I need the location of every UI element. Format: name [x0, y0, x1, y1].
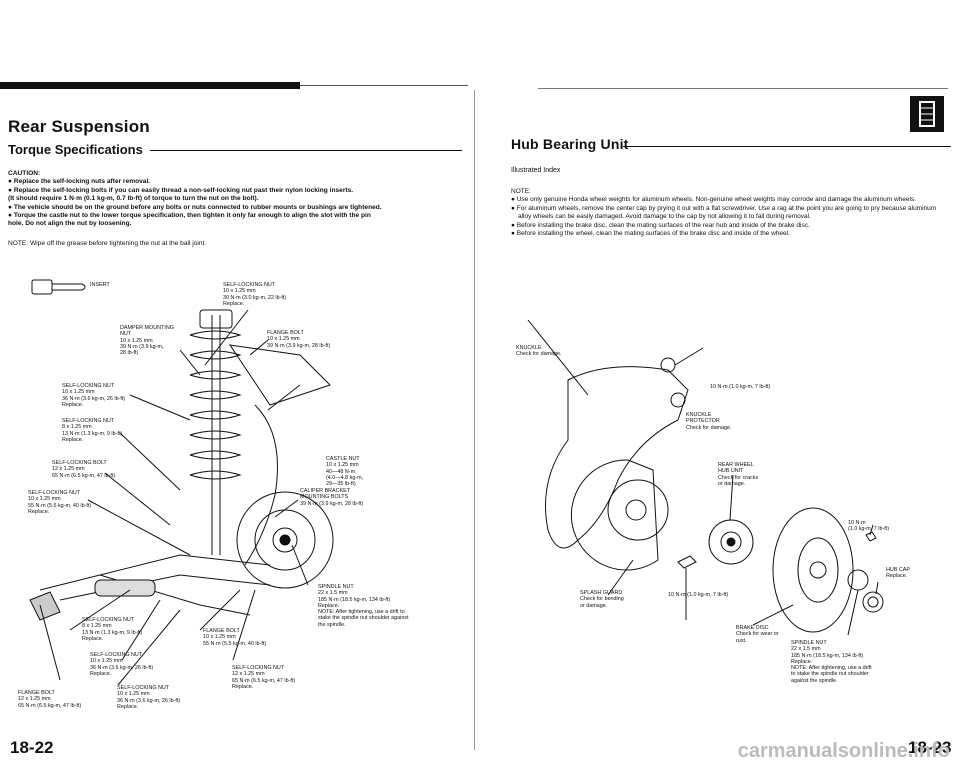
section-subtitle: Torque Specifications [8, 142, 143, 157]
label-self-locking-nut-13: SELF-LOCKING NUT 8 x 1.25 mm 13 N·m (1.3… [62, 418, 123, 443]
hub-cap-icon [862, 591, 884, 613]
note-item: ● Use only genuine Honda wheel weights f… [511, 196, 916, 204]
label-knuckle: KNUCKLE Check for damage. [516, 345, 562, 358]
note-block: NOTE: ● Use only genuine Honda wheel wei… [511, 188, 951, 238]
label-self-locking-nut-55: SELF-LOCKING NUT 10 x 1.25 mm 55 N·m (5.… [28, 490, 92, 515]
coil-spring-icon [189, 309, 242, 555]
label-caliper-bracket-bolts: CALIPER BRACKET MOUNTING BOLTS 39 N·m (3… [300, 488, 364, 507]
label-spindle-nut: SPINDLE NUT 22 x 1.5 mm 185 N·m (18.5 kg… [791, 640, 872, 684]
knuckle-icon [545, 366, 689, 549]
hub-bearing-section-icon [910, 96, 944, 132]
header-bar [0, 82, 300, 89]
watermark: carmanualsonline.info [737, 740, 950, 762]
upper-arm-icon [228, 344, 331, 406]
knuckle-protector-icon [670, 392, 686, 408]
label-torque-10-upper: 10 N·m (1.0 kg-m, 7 lb-ft) [710, 384, 771, 390]
caution-item: ● Replace the self-locking nuts after re… [8, 178, 151, 186]
label-flange-bolt-55: FLANGE BOLT 10 x 1.25 mm 55 N·m (5.5 kg-… [203, 628, 267, 647]
section-subtitle: Illustrated Index [511, 167, 561, 174]
caution-block: CAUTION: ● Replace the self-locking nuts… [8, 170, 463, 229]
label-knuckle-protector: KNUCKLE PROTECTOR Check for damage. [686, 412, 732, 431]
label-flange-bolt-65: FLANGE BOLT 12 x 1.25 mm 65 N·m (6.5 kg-… [18, 690, 82, 709]
caution-heading: CAUTION: [8, 170, 41, 177]
insert-label: INSERT [90, 282, 110, 288]
label-self-locking-nut-65: SELF-LOCKING NUT 12 x 1.25 mm 65 N·m (6.… [232, 665, 296, 690]
page-title: Hub Bearing Unit [511, 136, 629, 152]
label-self-locking-bolt-65: SELF-LOCKING BOLT 12 x 1.25 mm 65 N·m (6… [52, 460, 116, 479]
header-rule [538, 88, 948, 89]
note-item: ● For aluminum wheels, remove the center… [511, 204, 937, 221]
label-castle-nut: CASTLE NUT 10 x 1.25 mm 40—48 N·m (4.0—4… [326, 456, 364, 488]
page-number: 18-23 [908, 738, 952, 757]
caution-item: hole. Do not align the nut by loosening. [8, 220, 132, 228]
right-page: Hub Bearing Unit Illustrated Index NOTE:… [478, 0, 960, 767]
label-self-locking-nut-36c: SELF-LOCKING NUT 10 x 1.25 mm 36 N·m (3.… [117, 685, 181, 710]
label-torque-10-right: 10 N·m (1.0 kg-m, 7 lb-ft) [848, 520, 890, 533]
label-splash-guard: SPLASH GUARD Check for bending or damage… [580, 590, 624, 609]
label-self-locking-nut-30: SELF-LOCKING NUT 10 x 1.25 mm 30 N·m (3.… [223, 282, 287, 307]
label-self-locking-nut-36b: SELF-LOCKING NUT 10 x 1.25 mm 36 N·m (3.… [90, 652, 154, 677]
label-spindle-nut: SPINDLE NUT 22 x 1.5 mm 185 N·m (18.5 kg… [318, 584, 409, 628]
rear-wheel-hub-unit-icon [708, 519, 754, 565]
title-rule [623, 146, 951, 147]
lower-arm-icon [39, 554, 271, 591]
caution-item: (It should require 1 N·m (0.1 kg-m, 0.7 … [8, 195, 259, 203]
label-self-locking-nut-13b: SELF-LOCKING NUT 8 x 1.25 mm 13 N·m (1.3… [82, 617, 143, 642]
hub-bearing-diagram [527, 320, 884, 636]
note-item: ● Before installing the brake disc, clea… [511, 221, 810, 229]
subtitle-rule [150, 150, 462, 151]
bolt-icon [677, 555, 697, 569]
splash-guard-icon [570, 459, 659, 571]
header-rule [300, 85, 468, 86]
page-title: Rear Suspension [8, 117, 150, 136]
label-flange-bolt-39: FLANGE BOLT 10 x 1.25 mm 39 N·m (3.9 kg-… [267, 330, 331, 349]
note-item: ● Before installing the wheel, clean the… [511, 230, 790, 238]
left-page: Rear Suspension Torque Specifications CA… [0, 0, 470, 767]
note-text: NOTE: Wipe off the grease before tighten… [8, 240, 207, 247]
label-brake-disc: BRAKE DISC Check for wear or rust. [736, 625, 779, 644]
caution-item: ● Replace the self-locking bolts if you … [8, 186, 354, 194]
brake-disc-icon [772, 507, 854, 633]
caution-item: ● Torque the castle nut to the lower tor… [8, 212, 371, 220]
label-torque-10-lower: 10 N·m (1.0 kg-m, 7 lb-ft) [668, 592, 729, 598]
insert-icon [31, 279, 53, 295]
label-hub-cap: HUB CAP Replace. [886, 567, 910, 580]
note-heading: NOTE: [511, 188, 531, 195]
label-damper-mounting-nut: DAMPER MOUNTING NUT 10 x 1.25 mm 39 N·m … [120, 325, 174, 357]
label-rear-wheel-hub-unit: REAR WHEEL HUB UNIT Check for cracks or … [718, 462, 759, 487]
page-number: 18-22 [10, 738, 54, 757]
label-self-locking-nut-36: SELF-LOCKING NUT 10 x 1.25 mm 36 N·m (3.… [62, 383, 126, 408]
rear-suspension-diagram [29, 279, 334, 686]
page-gutter [474, 90, 475, 750]
spindle-nut-icon [847, 569, 869, 591]
caution-item: ● The vehicle should be on the ground be… [8, 203, 382, 211]
knuckle-hub-icon [236, 404, 334, 589]
